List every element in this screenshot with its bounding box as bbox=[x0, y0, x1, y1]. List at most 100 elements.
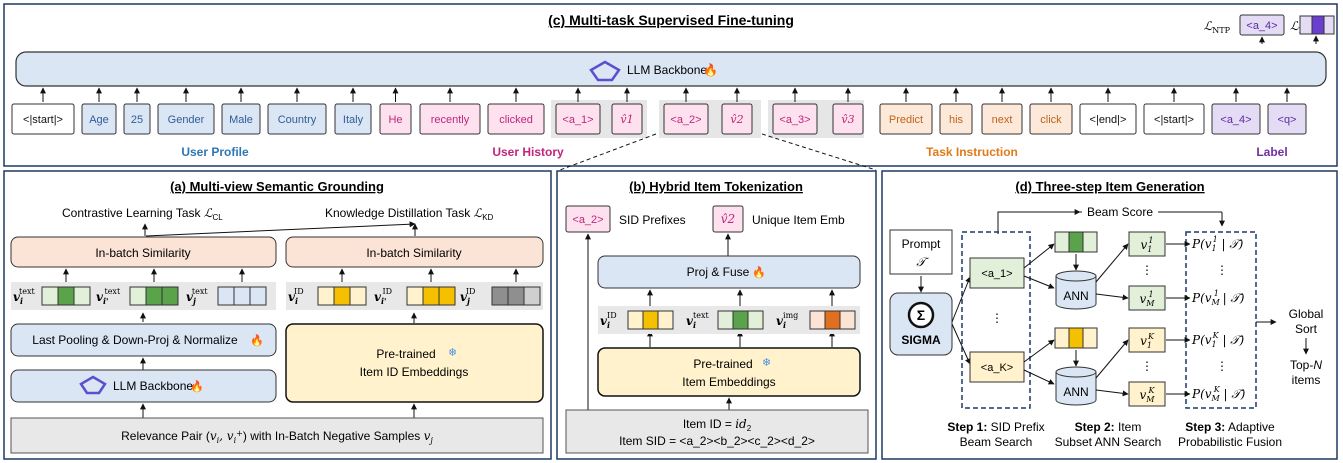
token-box bbox=[81, 103, 117, 135]
unique-emb-label: Unique Item Emb bbox=[752, 213, 845, 227]
llm-backbone-a-label: LLM Backbone bbox=[113, 379, 193, 393]
contrastive-task-label: Contrastive Learning Task ℒCL bbox=[62, 206, 223, 222]
sim-box-right bbox=[285, 236, 544, 268]
vector-cell bbox=[491, 286, 509, 306]
pretrained-item-box bbox=[597, 347, 861, 397]
token-box bbox=[611, 103, 643, 135]
vMK-label: vMK bbox=[1140, 386, 1156, 404]
vector-cell bbox=[657, 310, 674, 330]
beam-score-label: Beam Score bbox=[1087, 205, 1153, 219]
panel-d-frame bbox=[881, 170, 1338, 460]
vector-cell bbox=[747, 310, 764, 330]
panel-a-title: (a) Multi-view Semantic Grounding bbox=[170, 179, 384, 194]
ann-vector-top bbox=[1054, 231, 1098, 253]
step1-caption-l2: Beam Search bbox=[960, 435, 1033, 449]
item-sid-line: Item SID = <a_2><b_2><c_2><d_2> bbox=[619, 434, 815, 448]
sid-token-text: <a_2> bbox=[572, 214, 603, 226]
v11-box bbox=[1128, 231, 1166, 257]
global-sort-line1: Global bbox=[1289, 307, 1324, 321]
token-text: Country bbox=[278, 114, 317, 126]
infonce-vector bbox=[1299, 15, 1335, 35]
vector-cell bbox=[249, 286, 267, 306]
token-text: <q> bbox=[1278, 114, 1297, 126]
vector-cell bbox=[642, 310, 659, 330]
ellipsis-v-bottom: ⋮ bbox=[1141, 359, 1153, 373]
vM1-box bbox=[1128, 285, 1166, 311]
aK-box bbox=[969, 351, 1025, 383]
vector-cell bbox=[438, 286, 456, 306]
panel-b-title: (b) Hybrid Item Tokenization bbox=[629, 179, 803, 194]
v1K-box bbox=[1128, 327, 1166, 353]
token-text: Predict bbox=[889, 114, 923, 126]
step3-dashed bbox=[1185, 231, 1257, 409]
step3-caption-l1: Step 3: Adaptive bbox=[1185, 420, 1275, 434]
sid-prefixes-label: SID Prefixes bbox=[619, 213, 686, 227]
vector-cell bbox=[523, 286, 541, 306]
pretrained-id-line1: Pre-trained bbox=[376, 347, 435, 361]
token-text: v̂1 bbox=[620, 113, 633, 126]
ntp-token-text: <a_4> bbox=[1246, 20, 1277, 32]
global-sort-line2: Sort bbox=[1295, 322, 1318, 336]
proj-fuse-box bbox=[597, 255, 861, 289]
group-task-instruction: Task Instruction bbox=[926, 145, 1018, 159]
vM1-label: vM1 bbox=[1140, 290, 1156, 308]
token-box bbox=[1267, 103, 1307, 135]
token-box bbox=[555, 103, 601, 135]
token-text: click bbox=[1040, 114, 1062, 126]
token-text: <a_3> bbox=[779, 114, 810, 126]
vector-cell bbox=[839, 310, 856, 330]
vector-cell bbox=[627, 310, 644, 330]
vector-cell bbox=[41, 286, 59, 306]
pretrained-id-line2: Item ID Embeddings bbox=[360, 365, 469, 379]
token-text: v̂3 bbox=[841, 113, 854, 126]
svg-text:Σ: Σ bbox=[917, 307, 925, 323]
snowflake-icon-a: ❄ bbox=[448, 347, 457, 359]
panel-a-frame bbox=[3, 170, 552, 460]
fire-icon-pooling: 🔥 bbox=[250, 334, 264, 347]
token-text: He bbox=[388, 114, 402, 126]
token-box bbox=[157, 103, 215, 135]
vector-cell bbox=[73, 286, 91, 306]
vMK-box bbox=[1128, 381, 1166, 407]
vector-cell bbox=[217, 286, 235, 306]
llm-backbone-top-label: LLM Backbone bbox=[627, 63, 707, 77]
token-box bbox=[663, 103, 709, 135]
ann-bottom-label: ANN bbox=[1063, 385, 1088, 399]
token-text: Gender bbox=[168, 114, 205, 126]
panel-d-title: (d) Three-step Item Generation bbox=[1015, 179, 1204, 194]
pretrained-item-line2: Item Embeddings bbox=[682, 375, 775, 389]
ellipsis-a: ⋮ bbox=[991, 311, 1003, 325]
a1-box bbox=[969, 257, 1025, 289]
fire-icon-proj: 🔥 bbox=[752, 266, 766, 279]
sigma-icon bbox=[907, 301, 935, 329]
token-box bbox=[939, 103, 973, 135]
step2-caption-l2: Subset ANN Search bbox=[1055, 435, 1162, 449]
vector-cell bbox=[145, 286, 163, 306]
llm-backbone-top bbox=[15, 51, 1327, 87]
step1-dashed bbox=[961, 231, 1031, 409]
vector-cell bbox=[406, 286, 424, 306]
token-box bbox=[1029, 103, 1073, 135]
prob-v1K: P(v1K | 𝒯) bbox=[1191, 331, 1244, 349]
ellipsis-v-top: ⋮ bbox=[1141, 263, 1153, 277]
pretrained-id-box bbox=[285, 323, 544, 403]
distill-task-label: Knowledge Distillation Task ℒKD bbox=[325, 206, 494, 222]
pooling-label: Last Pooling & Down-Proj & Normalize bbox=[32, 333, 238, 347]
token-box bbox=[221, 103, 261, 135]
token-box bbox=[123, 103, 151, 135]
vector-cell bbox=[824, 310, 841, 330]
group-label: Label bbox=[1256, 145, 1287, 159]
token-box bbox=[981, 103, 1023, 135]
a1-label: <a_1> bbox=[981, 268, 1012, 280]
ann-vector-bottom bbox=[1054, 327, 1098, 349]
token-box bbox=[832, 103, 864, 135]
panel-c-title: (c) Multi-task Supervised Fine-tuning bbox=[548, 12, 794, 28]
llm-backbone-a bbox=[10, 369, 277, 403]
token-box bbox=[1211, 103, 1261, 135]
token-box bbox=[772, 103, 818, 135]
v1K-label: v1K bbox=[1140, 332, 1155, 350]
sim-box-left-label: In-batch Similarity bbox=[95, 246, 190, 260]
